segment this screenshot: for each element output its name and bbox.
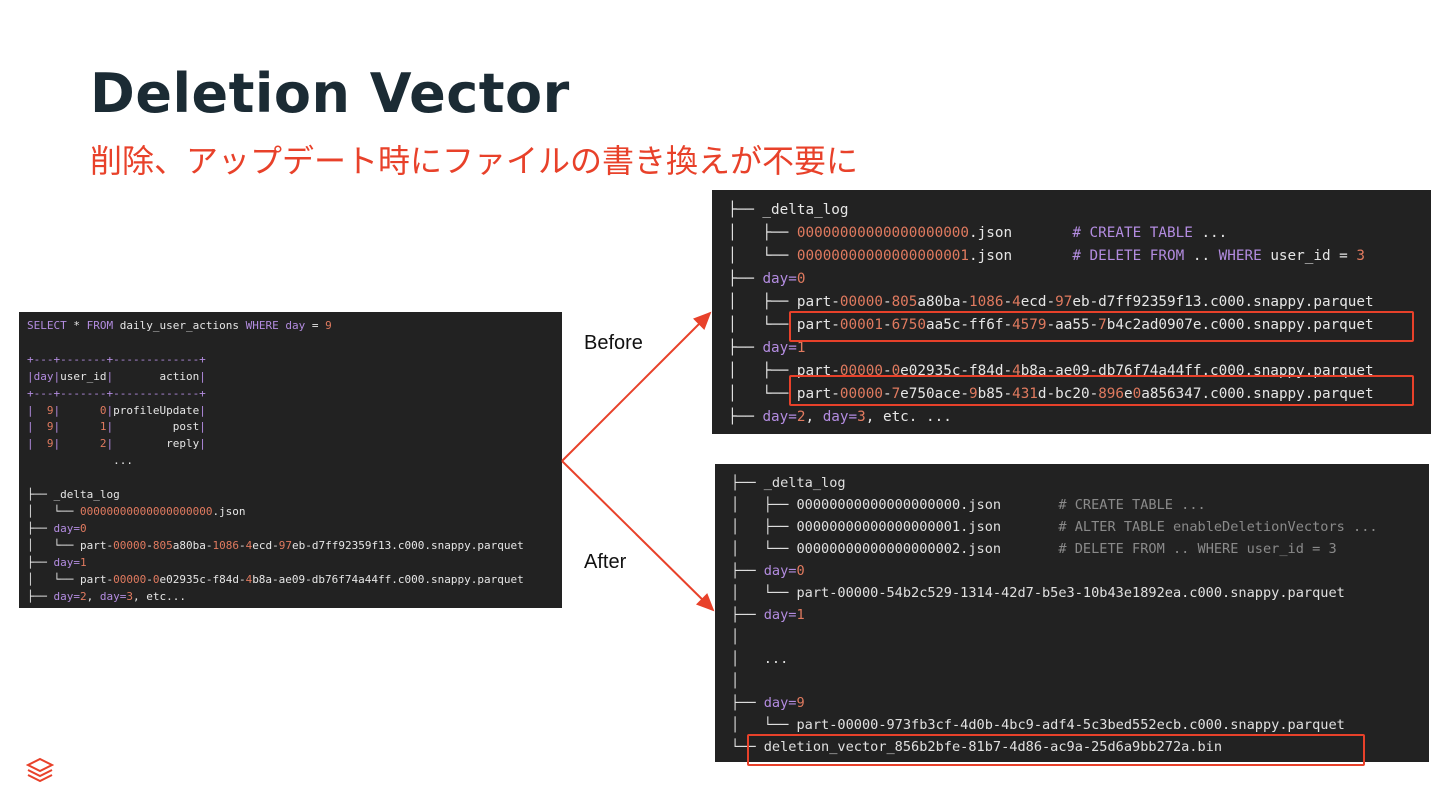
before-label: Before (584, 332, 643, 354)
table-row: | 9| 2| reply| (27, 437, 206, 451)
tree-line: │ └── part-00000-973fb3cf-4d0b-4bc9-adf4… (731, 717, 1345, 733)
tree-line: ├── day=0 (728, 271, 806, 287)
highlight-box-deletion-vector (747, 734, 1365, 766)
table-border: +---+-------+-------------+ (27, 352, 206, 366)
tree-line: │ └── part-00001-6750aa5c-ff6f-4579-aa55… (728, 317, 1374, 333)
tree-line: │ ├── 00000000000000000001.json # ALTER … (731, 519, 1378, 535)
tree-line: │ ├── part-00000-805a80ba-1086-4ecd-97eb… (728, 294, 1374, 310)
table-border: +---+-------+-------------+ (27, 386, 206, 400)
tree-line: │ ├── 00000000000000000000.json # CREATE… (731, 497, 1206, 513)
arrow-to-after (561, 460, 715, 612)
tree-line: ├── _delta_log (731, 475, 846, 491)
databricks-logo-icon (26, 757, 54, 783)
table-row: | 9| 1| post| (27, 420, 206, 434)
tree-line: │ └── part-00000-7e750ace-9b85-431d-bc20… (728, 386, 1374, 402)
tree-line: │ └── 00000000000000000002.json # DELETE… (731, 541, 1337, 557)
after-label: After (584, 551, 627, 573)
tree-line: │ (731, 673, 740, 689)
tree-line: ├── day=2, day=3, etc... (27, 589, 186, 603)
page-subtitle: 削除、アップデート時にファイルの書き換えが不要に (90, 142, 859, 180)
tree-line: ├── _delta_log (728, 202, 849, 218)
tree-line: ├── day=1 (27, 555, 87, 569)
tree-line: ├── day=0 (731, 563, 805, 579)
tree-line: ├── _delta_log (27, 488, 120, 502)
tree-line: │ (731, 629, 740, 645)
left-code-panel: SELECT * FROM daily_user_actions WHERE d… (19, 312, 562, 608)
tree-line: │ └── part-00000-0e02935c-f84d-4b8a-ae09… (27, 572, 524, 586)
highlight-box-new-file-day1 (789, 375, 1414, 406)
tree-line: │ └── 00000000000000000000.json (27, 504, 246, 518)
after-code-panel: ├── _delta_log │ ├── 0000000000000000000… (715, 464, 1429, 762)
tree-line: │ └── part-00000-54b2c529-1314-42d7-b5e3… (731, 585, 1345, 601)
table-header: |day|user_id| action| (27, 369, 206, 383)
tree-line: ├── day=2, day=3, etc. ... (728, 409, 952, 425)
page-title: Deletion Vector (90, 62, 570, 125)
tree-line: │ ... (731, 651, 789, 667)
table-ellipsis: ... (113, 454, 133, 468)
tree-line: ├── day=1 (731, 607, 805, 623)
tree-line: ├── day=9 (731, 695, 805, 711)
tree-line: │ └── part-00000-805a80ba-1086-4ecd-97eb… (27, 538, 524, 552)
tree-line: └── deletion_vector_856b2bfe-81b7-4d86-a… (731, 739, 1223, 755)
tree-line: │ └── 00000000000000000001.json # DELETE… (728, 248, 1366, 264)
tree-line: │ ├── 00000000000000000000.json # CREATE… (728, 225, 1228, 241)
tree-line: ├── day=0 (27, 521, 87, 535)
tree-line: ├── day=1 (728, 340, 806, 356)
sql-query: SELECT * FROM daily_user_actions WHERE d… (27, 319, 332, 332)
highlight-box-new-file-day0 (789, 311, 1414, 342)
table-row: | 9| 0|profileUpdate| (27, 403, 206, 417)
